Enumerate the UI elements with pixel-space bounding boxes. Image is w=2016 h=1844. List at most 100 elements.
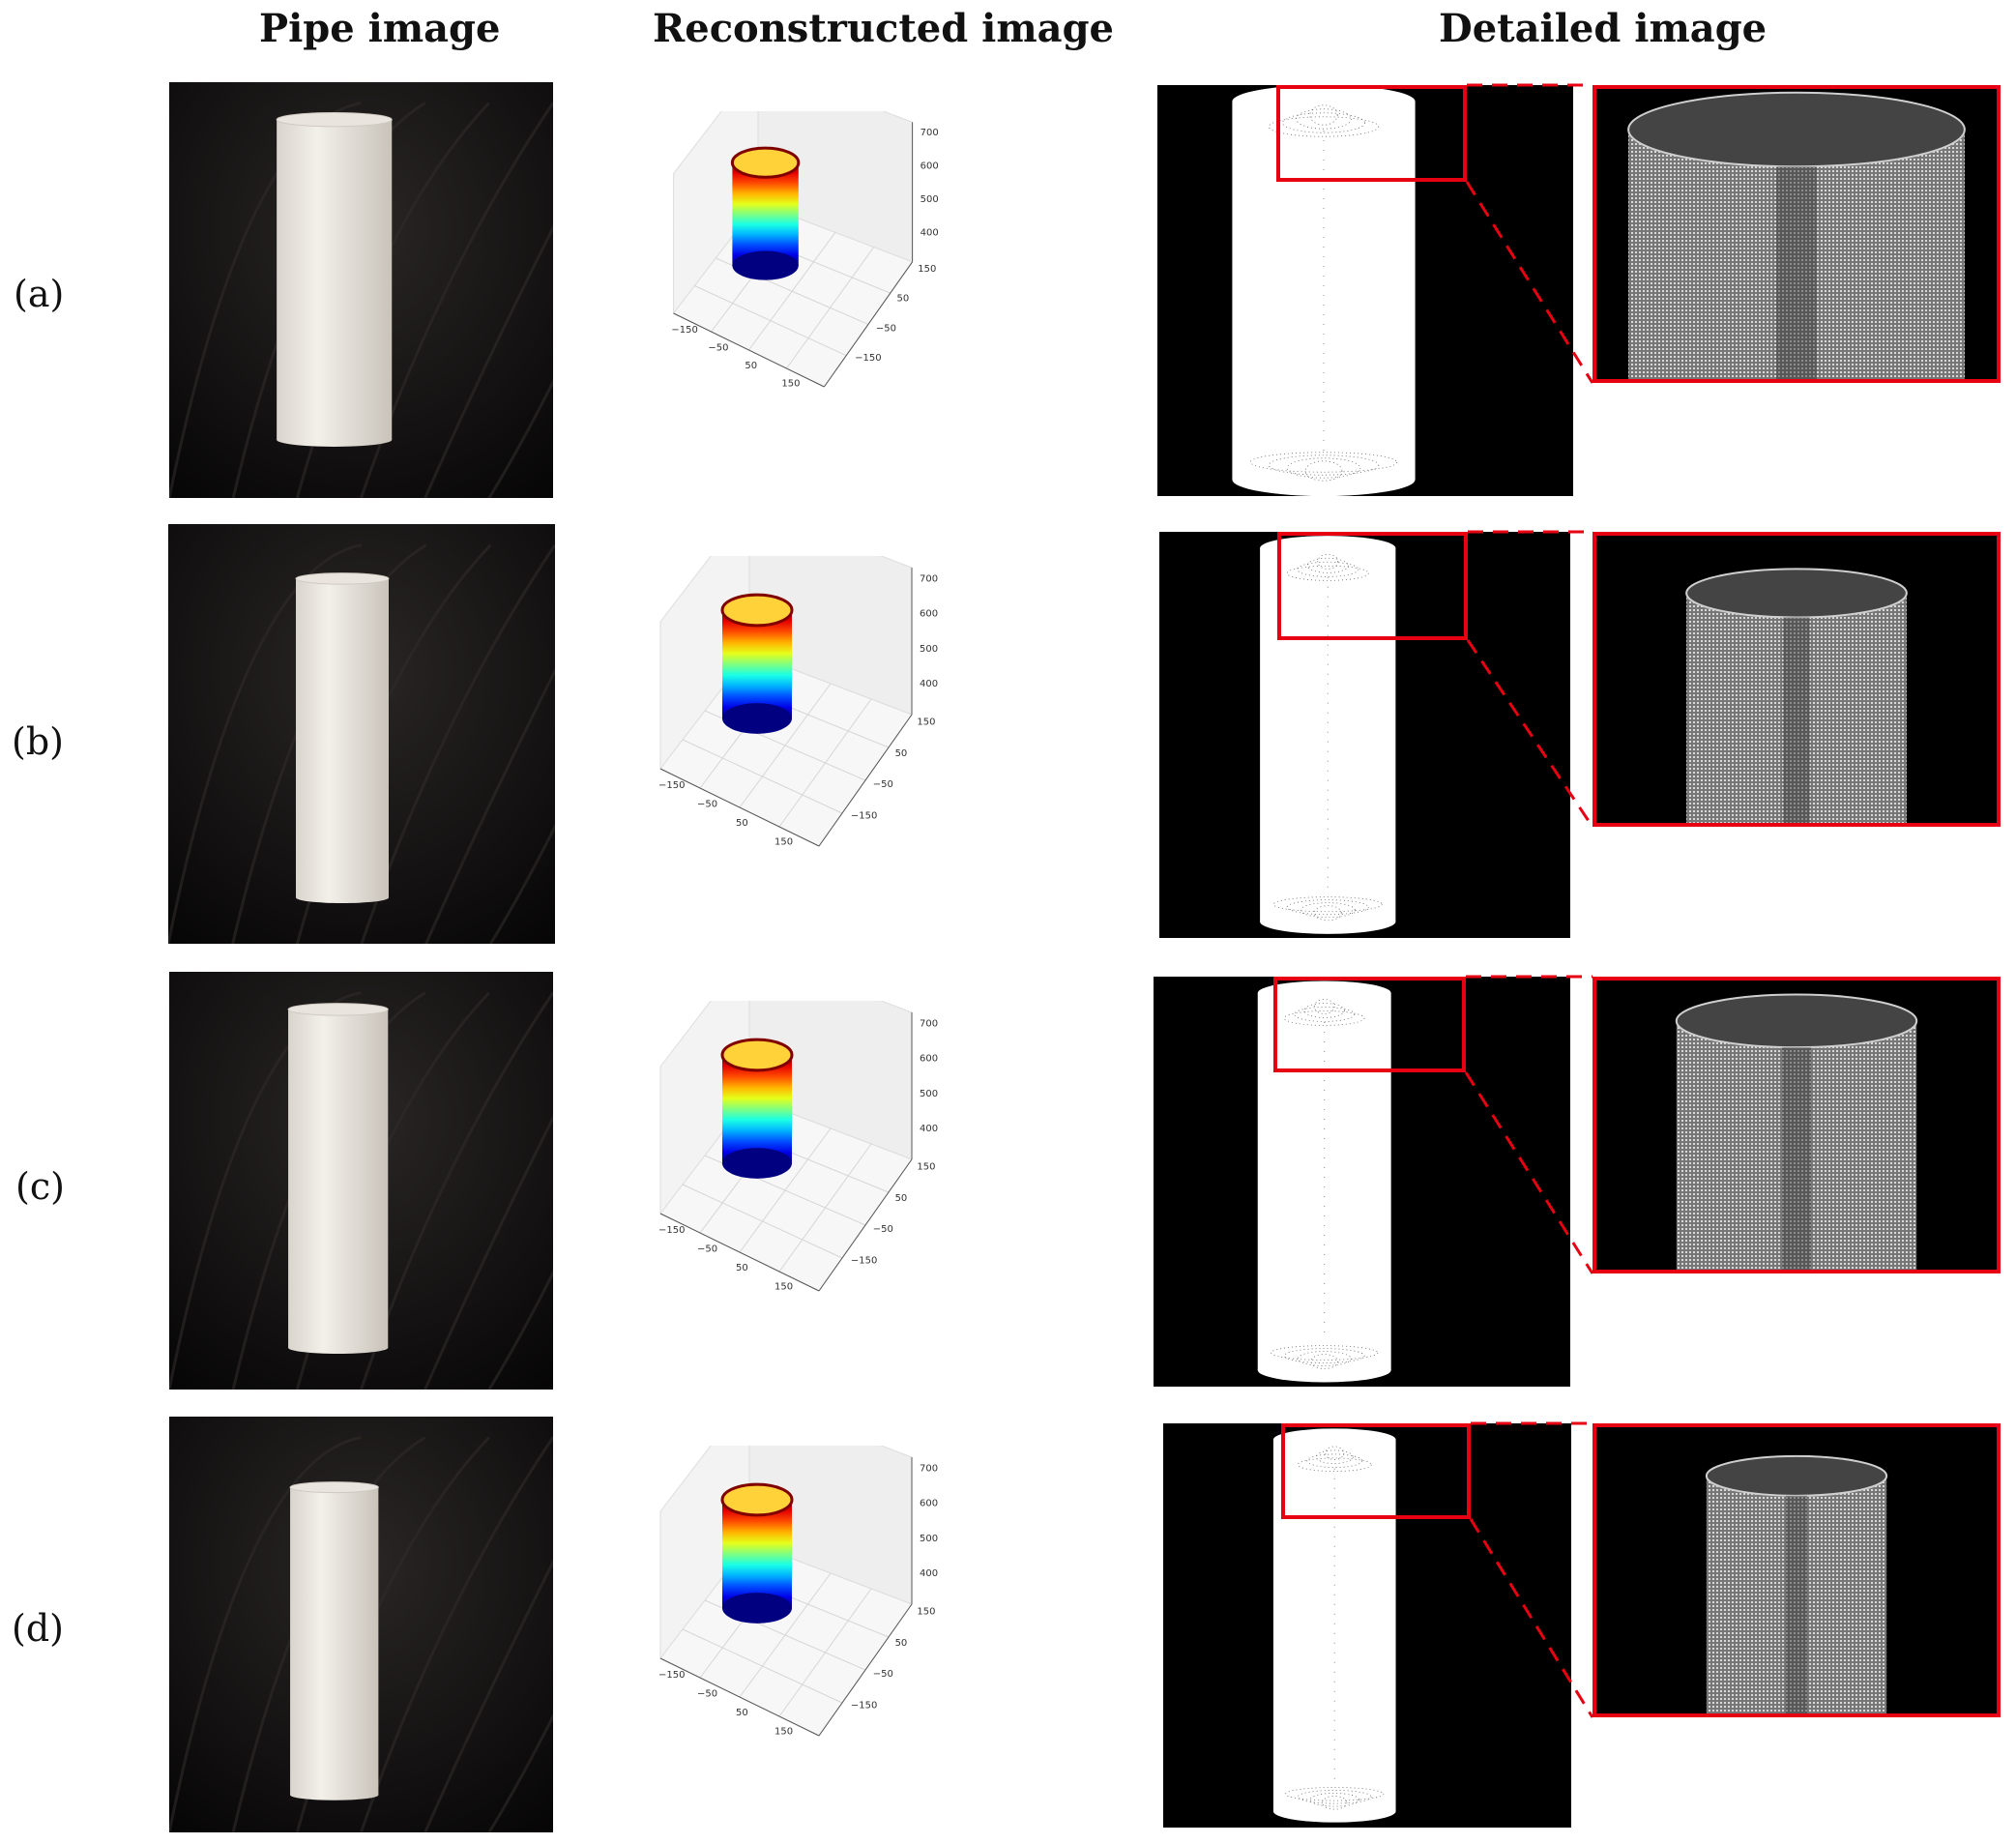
- cloud-ring: [1300, 902, 1356, 919]
- pipe-top-rim: [295, 572, 390, 585]
- cloud-ring: [1271, 1345, 1379, 1361]
- cloud-ring: [1325, 1446, 1345, 1460]
- y-tick-label: −50: [873, 1669, 893, 1680]
- y-tick-label: −150: [851, 1256, 877, 1267]
- cylinder-body: [722, 1500, 792, 1608]
- cylinder-top: [720, 593, 794, 628]
- zoom-detail-a: [1592, 85, 2001, 383]
- y-tick-label: 50: [897, 294, 910, 305]
- cloth-fold: [169, 1436, 362, 1832]
- cloth-fold: [424, 224, 553, 498]
- cloud-ring: [1303, 1003, 1345, 1018]
- z-tick-label: 700: [920, 128, 939, 138]
- pipe-photo-a: [169, 82, 553, 498]
- z-tick-label: 400: [920, 227, 939, 238]
- detail-seam-band: [1776, 166, 1817, 379]
- point-cloud-top: [1272, 1428, 1396, 1451]
- z-tick-label: 500: [920, 1534, 938, 1544]
- point-cloud-body: [1257, 992, 1391, 1371]
- cloud-ring: [1297, 1351, 1352, 1366]
- x-tick-label: −50: [708, 342, 728, 353]
- cylinder-bottom: [722, 1148, 792, 1179]
- x-tick-label: −50: [697, 1688, 717, 1699]
- pipe-top-rim: [289, 1481, 379, 1494]
- row-label-c: (c): [15, 1165, 65, 1208]
- pipe-body: [288, 1009, 389, 1348]
- y-tick-label: 50: [895, 748, 908, 759]
- pipe-body: [290, 1487, 379, 1796]
- x-axis-line: [659, 1213, 820, 1292]
- z-tick-label: 500: [920, 644, 938, 655]
- cylinder-body: [722, 1055, 792, 1163]
- detail-mesh-body: [1628, 130, 1965, 379]
- grid-line: [786, 247, 875, 369]
- y-tick-label: −150: [855, 353, 881, 364]
- cloud-ring: [1272, 896, 1383, 913]
- zoom-detail-d: [1592, 1423, 2001, 1717]
- cloud-ring: [1310, 1354, 1338, 1369]
- cylinder-body: [722, 610, 792, 718]
- y-tick-label: −50: [873, 779, 893, 790]
- z-tick-label: 500: [920, 1089, 938, 1099]
- cloth-fold: [360, 1436, 553, 1832]
- cloud-ring: [1286, 899, 1369, 916]
- x-tick-label: −50: [697, 799, 717, 809]
- cloth-fold: [489, 823, 555, 944]
- x-tick-label: −150: [658, 780, 685, 791]
- grid-line: [778, 1588, 872, 1717]
- point-cloud-top: [1257, 981, 1391, 1006]
- cloud-ring: [1249, 452, 1398, 473]
- detail-seam-band: [1782, 1047, 1811, 1270]
- z-tick-label: 500: [920, 194, 939, 205]
- detail-mesh-top: [1675, 993, 1918, 1049]
- cloud-ring: [1283, 1348, 1365, 1363]
- cloth-fold: [487, 1270, 553, 1390]
- cloud-ring: [1322, 1796, 1348, 1810]
- cloud-ring: [1268, 116, 1380, 137]
- detail-seam-band: [1783, 617, 1810, 823]
- y-tick-label: 150: [918, 264, 936, 275]
- cylinder-body: [732, 162, 799, 266]
- y-tick-label: 150: [917, 1161, 935, 1172]
- detail-mesh-top: [1627, 91, 1966, 168]
- x-tick-label: 150: [781, 378, 800, 389]
- y-axis-line: [818, 714, 913, 847]
- cloud-ring: [1304, 460, 1343, 482]
- pipe-photo-b: [168, 524, 555, 944]
- pipe-bottom: [288, 1341, 389, 1354]
- grid-line: [778, 698, 872, 828]
- cloth-fold: [424, 1559, 553, 1832]
- z-tick-label: 600: [920, 609, 938, 620]
- z-tick-label: 400: [920, 679, 938, 689]
- cloth-fold: [168, 543, 363, 944]
- cloud-ring: [1285, 1787, 1385, 1801]
- y-tick-label: −50: [873, 1224, 893, 1235]
- header-detailed-image: Detailed image: [1439, 6, 1768, 51]
- z-tick-label: 700: [920, 1463, 938, 1474]
- y-axis-line: [818, 1603, 913, 1737]
- y-tick-label: −150: [851, 811, 877, 822]
- point-cloud-panel-c: [1154, 977, 1570, 1387]
- y-tick-label: −150: [851, 1701, 877, 1712]
- x-tick-label: 50: [745, 361, 757, 371]
- cloth-fold: [424, 1114, 553, 1390]
- x-tick-label: 150: [774, 836, 793, 847]
- z-tick-label: 600: [920, 1054, 938, 1065]
- highlight-box-b: [1277, 532, 1468, 640]
- x-axis-line: [673, 312, 825, 388]
- row-label-b: (b): [12, 720, 64, 763]
- detail-mesh-body: [1686, 593, 1907, 823]
- highlight-box-a: [1276, 85, 1467, 182]
- point-cloud-bottom: [1260, 909, 1396, 934]
- cylinder-top: [720, 1038, 794, 1072]
- x-axis-line: [659, 1657, 820, 1737]
- point-cloud-body: [1260, 547, 1396, 922]
- y-tick-label: 150: [917, 1606, 935, 1617]
- x-tick-label: −50: [697, 1244, 717, 1254]
- pipe-top-rim: [276, 112, 393, 128]
- pipe-bottom: [290, 1789, 379, 1800]
- header-pipe-image: Pipe image: [259, 6, 501, 51]
- pipe-photo-c: [169, 972, 553, 1390]
